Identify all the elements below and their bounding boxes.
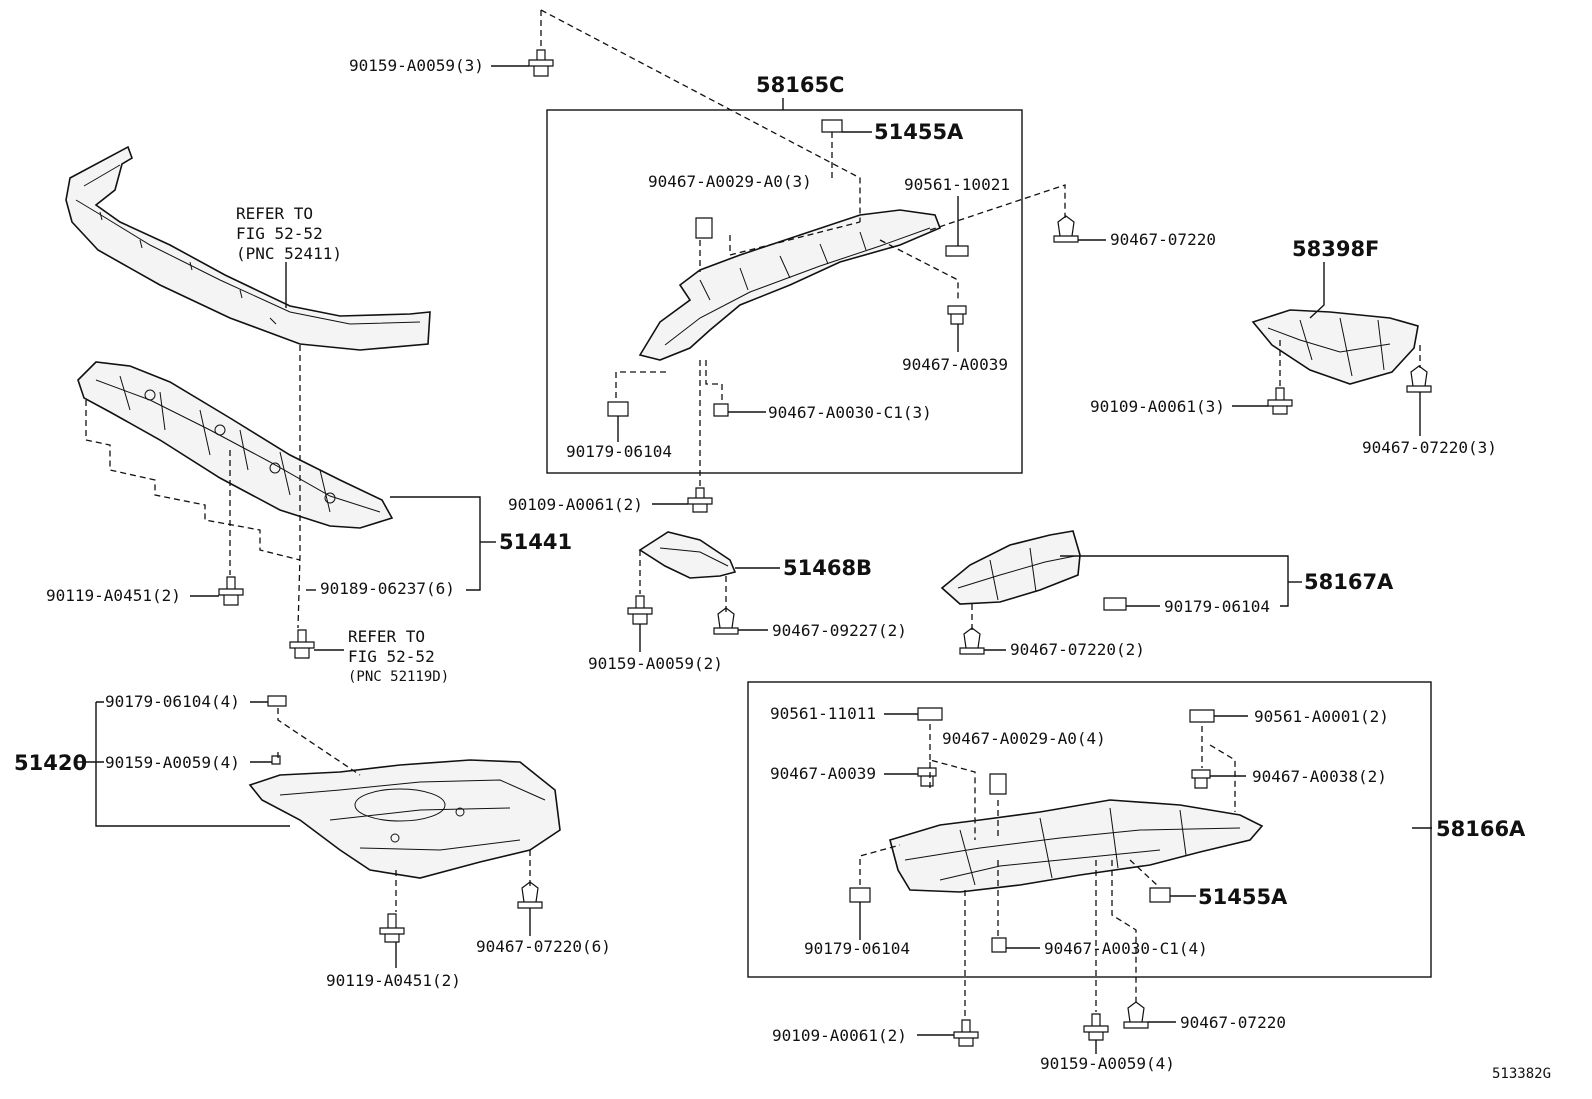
refer-note-bumper: REFER TO FIG 52-52 (PNC 52411) <box>236 204 342 308</box>
callout-label: 90179-06104 <box>566 442 672 461</box>
callout-label: 90561-10021 <box>904 175 1010 194</box>
callout-label: 90179-06104 <box>804 939 910 958</box>
under-cover-58166a-part <box>889 799 1264 893</box>
callout-label: 90179-06104(4) <box>105 692 240 711</box>
callout-label: 90467-A0039 <box>902 355 1008 374</box>
bumper-cover-part <box>65 145 431 351</box>
callout-label: 51455A <box>1198 885 1288 909</box>
callout-label: 90119-A0451(2) <box>326 971 461 990</box>
callout-label: 90109-A0061(2) <box>508 495 643 514</box>
callout-label: 58166A <box>1436 817 1526 841</box>
refer-note-line: (PNC 52119D) <box>348 669 449 685</box>
callout-label: 90109-A0061(3) <box>1090 397 1225 416</box>
callout-label: 90467-A0030-C1(4) <box>1044 939 1208 958</box>
refer-note-line: REFER TO <box>236 204 313 223</box>
callout-label: 90467-07220 <box>1110 230 1216 249</box>
callout-label: 90119-A0451(2) <box>46 586 181 605</box>
under-cover-51420-part <box>248 759 561 879</box>
refer-note-line: (PNC 52411) <box>236 244 342 263</box>
callout-label: 90467-A0030-C1(3) <box>768 403 932 422</box>
callout-label: 90561-A0001(2) <box>1254 707 1389 726</box>
callout-label: 90467-A0029-A0(3) <box>648 172 812 191</box>
refer-note-clip: REFER TO FIG 52-52 (PNC 52119D) <box>314 627 449 685</box>
callout-label: 90467-A0029-A0(4) <box>942 729 1106 748</box>
rail-58165c-part <box>638 209 942 361</box>
callout-label: 90159-A0059(4) <box>1040 1054 1175 1073</box>
callout-label: 90159-A0059(3) <box>349 56 484 75</box>
solid-leaders <box>76 65 1432 1054</box>
cover-58167a-part <box>940 530 1081 605</box>
callout-label: 51455A <box>874 120 964 144</box>
callout-label: 90179-06104 <box>1164 597 1270 616</box>
callout-label: 90189-06237(6) <box>320 579 455 598</box>
refer-note-line: FIG 52-52 <box>348 647 435 666</box>
callout-label: 58167A <box>1304 570 1394 594</box>
callout-label: 90467-A0038(2) <box>1252 767 1387 786</box>
callout-label: 90159-A0059(2) <box>588 654 723 673</box>
assembly-box-58166a <box>747 681 1432 978</box>
callout-label: 51468B <box>783 556 872 580</box>
callout-label: 90467-07220(2) <box>1010 640 1145 659</box>
callout-label: 90467-09227(2) <box>772 621 907 640</box>
callout-label: 90467-07220(3) <box>1362 438 1497 457</box>
assembly-box-58165c <box>546 109 1023 474</box>
under-cover-51441-part <box>77 361 394 529</box>
plate-51468b-part <box>638 531 737 579</box>
cover-58398f-part <box>1251 309 1419 385</box>
callout-label: 51420 <box>14 751 87 775</box>
callout-label: 90109-A0061(2) <box>772 1026 907 1045</box>
callout-label: 90561-11011 <box>770 704 876 723</box>
callout-label: 90467-07220 <box>1180 1013 1286 1032</box>
diagram-id: 513382G <box>1492 1066 1551 1082</box>
callout-label: 90467-A0039 <box>770 764 876 783</box>
refer-note-line: REFER TO <box>348 627 425 646</box>
callout-label: 51441 <box>499 530 572 554</box>
callout-label: 58165C <box>756 73 844 97</box>
refer-note-line: FIG 52-52 <box>236 224 323 243</box>
fastener-symbols <box>218 49 1432 1047</box>
dashed-leaders <box>85 9 1421 1018</box>
callout-label: 90467-07220(6) <box>476 937 611 956</box>
callout-label: 90159-A0059(4) <box>105 753 240 772</box>
callout-label: 58398F <box>1292 237 1379 261</box>
